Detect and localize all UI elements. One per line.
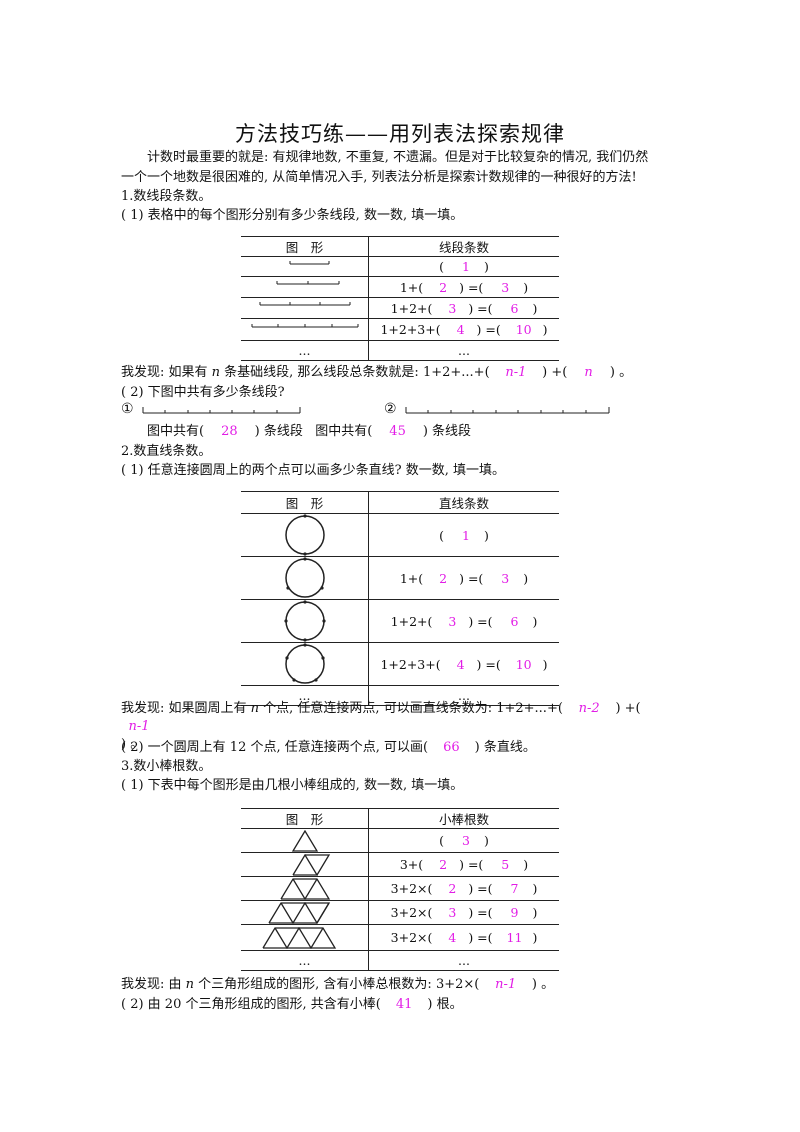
answer: 4 — [448, 930, 457, 945]
circle-figure-1 — [241, 513, 369, 557]
answer: n-1 — [495, 977, 517, 992]
answer: 5 — [501, 857, 510, 872]
line-table: 图 形 直线条数 ( 1 ) 1+( 2 ) =( 3 ) 1+2+( 3 ) … — [241, 491, 559, 706]
section-2-finding: 我发现: 如果圆周上有 n 个点, 任意连接两点, 可以画直线条数为: 1+2+… — [121, 701, 641, 752]
section-3-question-1: ( 1) 下表中每个图形是由几根小棒组成的, 数一数, 填一填。 — [121, 778, 464, 793]
ellipsis: ... — [458, 688, 470, 703]
intro-line-1: 计数时最重要的就是: 有规律地数, 不重复, 不遗漏。但是对于比较复杂的情况, … — [147, 150, 649, 165]
segment-figure-1 — [241, 256, 369, 277]
segment-table: 图 形 线段条数 ( 1 ) 1+( 2 ) =( 3 ) 1+2+( 3 ) … — [241, 236, 559, 361]
answer: 4 — [456, 656, 465, 672]
stick-row-5: 3+2×( 4 ) =( 11 ) — [390, 930, 538, 945]
answer: 9 — [510, 905, 519, 920]
answer: 6 — [510, 613, 519, 629]
answer: 66 — [443, 740, 460, 755]
circle-figure-2 — [241, 556, 369, 600]
section-1-finding: 我发现: 如果有 n 条基础线段, 那么线段总条数就是: 1+2+...+( n… — [121, 365, 633, 380]
answer: 3 — [501, 570, 510, 586]
intro-line-2: 一个一个地数是很困难的, 从简单情况入手, 列表法分析是探索计数规律的一种很好的… — [121, 170, 637, 185]
stick-row-1: ( 3 ) — [439, 833, 489, 848]
answer: 2 — [439, 857, 448, 872]
stick-row-4: 3+2×( 3 ) =( 9 ) — [390, 905, 538, 920]
ellipsis: ... — [241, 685, 369, 706]
answer: n — [584, 365, 593, 380]
segment-ruler-2 — [405, 407, 610, 414]
col-figure-header: 图 形 — [241, 808, 369, 829]
stick-table: 图 形 小棒根数 ( 3 ) 3+( 2 ) =( 5 ) 3+2×( 2 ) … — [241, 808, 559, 971]
ellipsis: ... — [458, 343, 470, 358]
answer: 45 — [389, 424, 406, 439]
label-circled-1: ① — [121, 401, 134, 417]
segment-row-3: 1+2+( 3 ) =( 6 ) — [390, 300, 538, 316]
answer: 7 — [510, 881, 519, 896]
circle-figure-4 — [241, 642, 369, 686]
ellipsis: ... — [241, 340, 369, 361]
label-circled-2: ② — [384, 401, 397, 417]
answer: 6 — [510, 300, 519, 316]
answer: 10 — [515, 322, 532, 337]
col-figure-header: 图 形 — [241, 491, 369, 514]
section-2-question-2: ( 2) 一个圆周上有 12 个点, 任意连接两个点, 可以画( 66 ) 条直… — [121, 740, 536, 755]
line-row-4: 1+2+3+( 4 ) =( 10 ) — [380, 656, 548, 672]
answer: n-1 — [128, 719, 150, 734]
answer: 2 — [439, 570, 448, 586]
answer: 3 — [448, 613, 457, 629]
line-row-2: 1+( 2 ) =( 3 ) — [399, 570, 529, 586]
answer: 3 — [448, 300, 457, 316]
segment-row-1: ( 1 ) — [439, 259, 489, 274]
line-row-3: 1+2+( 3 ) =( 6 ) — [390, 613, 538, 629]
segment-ruler-1 — [142, 407, 301, 414]
answer: n-2 — [578, 701, 600, 716]
section-2-question-1: ( 1) 任意连接圆周上的两个点可以画多少条直线? 数一数, 填一填。 — [121, 463, 506, 478]
segment-figure-2 — [241, 276, 369, 298]
segment-row-4: 1+2+3+( 4 ) =( 10 ) — [380, 322, 548, 337]
col-figure-header: 图 形 — [241, 236, 369, 257]
line-row-1: ( 1 ) — [439, 527, 489, 543]
stick-row-3: 3+2×( 2 ) =( 7 ) — [390, 881, 538, 896]
answer: 10 — [515, 656, 532, 672]
col-count-header: 直线条数 — [438, 496, 489, 511]
section-1-question-1: ( 1) 表格中的每个图形分别有多少条线段, 数一数, 填一填。 — [121, 208, 464, 223]
triangle-figure-3 — [241, 876, 369, 901]
col-count-header: 线段条数 — [438, 240, 489, 255]
answer: 28 — [221, 424, 238, 439]
segment-figure-3 — [241, 297, 369, 319]
col-count-header: 小棒根数 — [438, 812, 489, 827]
section-2-heading: 2.数直线条数。 — [121, 444, 212, 459]
segment-figure-4 — [241, 318, 369, 341]
section-3-question-2: ( 2) 由 20 个三角形组成的图形, 共含有小棒( 41 ) 根。 — [121, 997, 463, 1012]
section-3-heading: 3.数小棒根数。 — [121, 759, 212, 774]
answer: 4 — [456, 322, 465, 337]
page-title: 方法技巧练——用列表法探索规律 — [235, 122, 565, 146]
answer: 1 — [462, 527, 470, 543]
answer: 11 — [506, 930, 523, 945]
section-1-question-2: ( 2) 下图中共有多少条线段? — [121, 385, 285, 400]
section-3-finding: 我发现: 由 n 个三角形组成的图形, 含有小棒总根数为: 3+2×( n-1 … — [121, 977, 555, 992]
answer: 2 — [439, 279, 448, 295]
answer: 3 — [501, 279, 510, 295]
ellipsis: ... — [458, 953, 470, 968]
answer: 1 — [462, 259, 470, 274]
answer: 2 — [448, 881, 457, 896]
circle-figure-3 — [241, 599, 369, 643]
triangle-figure-4 — [241, 900, 369, 925]
answer: 3 — [448, 905, 457, 920]
answer: 41 — [395, 997, 413, 1012]
answer: n-1 — [505, 365, 527, 380]
section-1-answers-2: 图中共有( 28 ) 条线段 图中共有( 45 ) 条线段 — [147, 424, 472, 439]
section-1-heading: 1.数线段条数。 — [121, 189, 212, 204]
triangle-figure-5 — [241, 924, 369, 951]
stick-row-2: 3+( 2 ) =( 5 ) — [399, 857, 529, 872]
segment-row-2: 1+( 2 ) =( 3 ) — [399, 279, 529, 295]
triangle-figure-1 — [241, 828, 369, 853]
answer: 3 — [462, 833, 470, 848]
triangle-figure-2 — [241, 852, 369, 877]
ellipsis: ... — [241, 950, 369, 971]
